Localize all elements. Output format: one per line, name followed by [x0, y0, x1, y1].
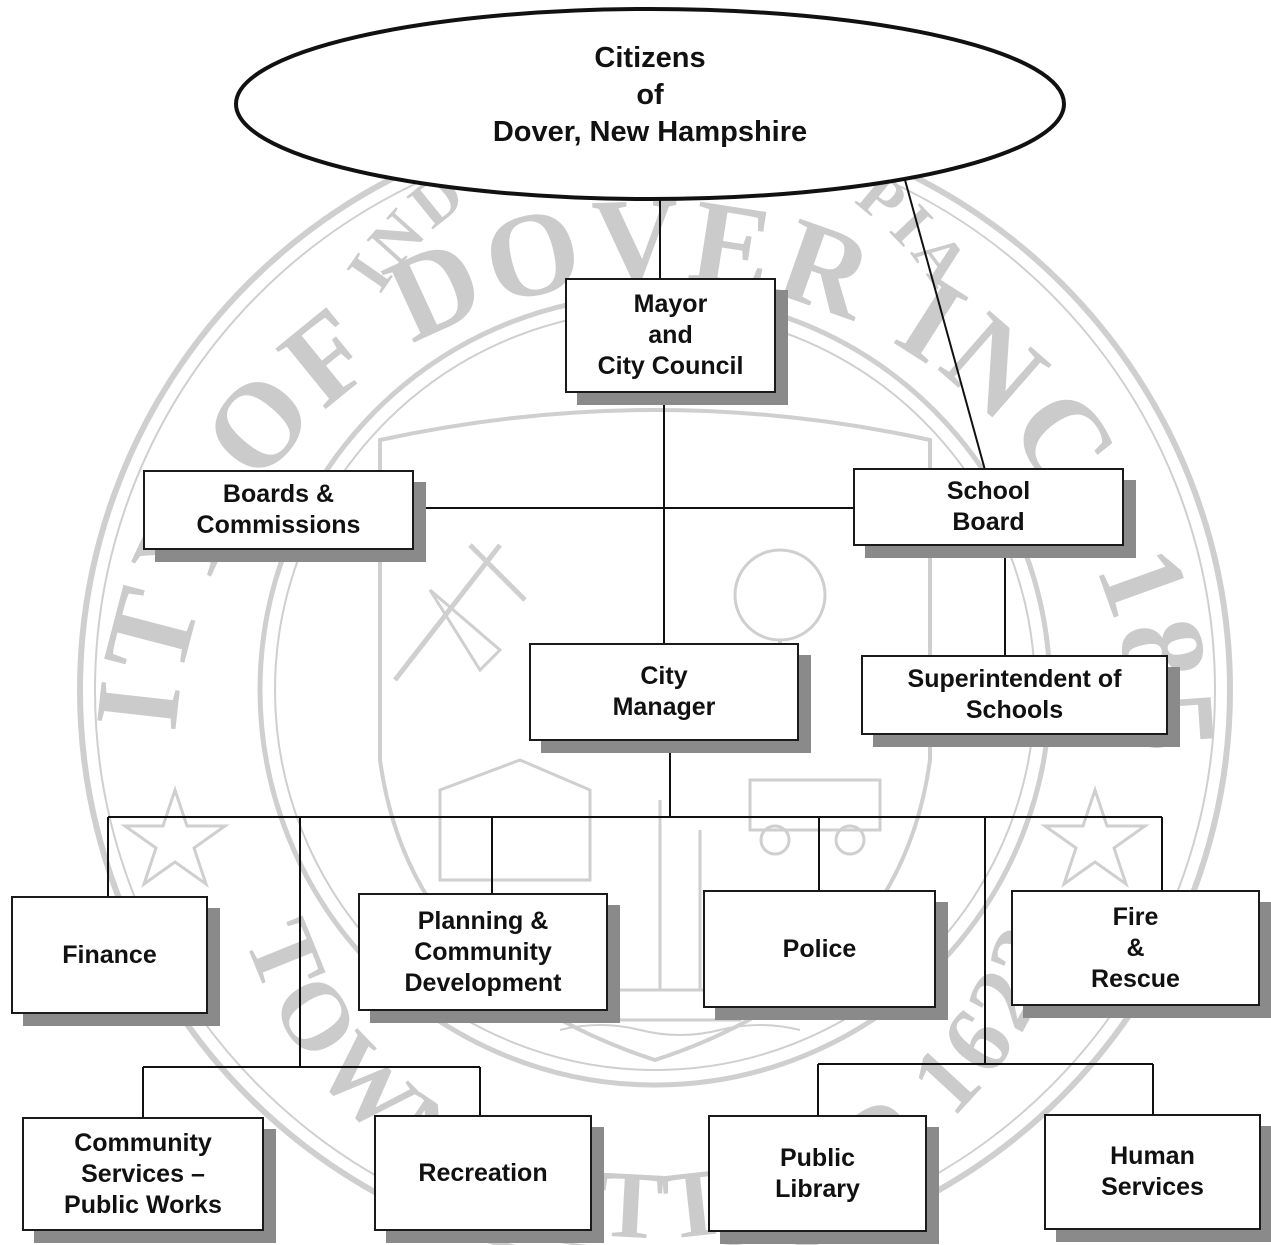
- node-planning-community-development: Planning & Community Development: [358, 893, 608, 1011]
- human-services-line-2: Services: [1101, 1173, 1204, 1201]
- node-school-board: School Board: [853, 468, 1124, 546]
- node-recreation: Recreation: [374, 1115, 592, 1231]
- fire-line-1: Fire: [1112, 902, 1159, 931]
- police-label: Police: [782, 934, 857, 963]
- edge-root-school-board: [904, 179, 986, 471]
- node-community-services-public-works: Community Services – Public Works: [22, 1117, 264, 1231]
- node-fire-rescue: Fire & Rescue: [1011, 890, 1260, 1006]
- library-line-1: Public: [779, 1143, 855, 1172]
- school-board-line-2: Board: [952, 508, 1025, 536]
- mayor-line-3: City Council: [597, 352, 744, 380]
- node-human-services: Human Services: [1044, 1114, 1261, 1230]
- node-finance: Finance: [11, 896, 208, 1014]
- planning-line-1: Planning &: [417, 906, 549, 935]
- recreation-label: Recreation: [418, 1158, 548, 1187]
- node-city-manager: City Manager: [529, 643, 799, 741]
- node-boards-commissions: Boards & Commissions: [143, 470, 414, 550]
- city-manager-line-2: Manager: [612, 693, 716, 721]
- citizens-label: Citizens of Dover, New Hampshire: [236, 40, 1064, 151]
- library-line-2: Library: [775, 1174, 860, 1203]
- finance-label: Finance: [62, 940, 157, 969]
- superintendent-line-1: Superintendent of: [907, 665, 1122, 693]
- node-mayor-city-council: Mayor and City Council: [565, 278, 776, 393]
- node-police: Police: [703, 890, 936, 1008]
- community-services-line-2: Services –: [81, 1159, 205, 1188]
- fire-line-2: &: [1126, 933, 1145, 962]
- fire-line-3: Rescue: [1091, 964, 1180, 993]
- school-board-line-1: School: [946, 477, 1031, 505]
- citizens-line-3: Dover, New Hampshire: [492, 116, 808, 148]
- mayor-line-1: Mayor: [633, 290, 708, 318]
- planning-line-3: Development: [404, 968, 562, 997]
- city-manager-line-1: City: [640, 662, 688, 690]
- boards-line-1: Boards &: [222, 480, 335, 508]
- citizens-line-2: of: [636, 79, 664, 111]
- human-services-line-1: Human: [1110, 1142, 1195, 1170]
- superintendent-line-2: Schools: [965, 696, 1064, 724]
- mayor-line-2: and: [648, 321, 693, 349]
- node-public-library: Public Library: [708, 1115, 927, 1232]
- boards-line-2: Commissions: [196, 511, 361, 539]
- community-services-line-1: Community: [74, 1128, 212, 1157]
- community-services-line-3: Public Works: [64, 1190, 222, 1219]
- node-superintendent-of-schools: Superintendent of Schools: [861, 655, 1168, 735]
- citizens-ellipse: [234, 7, 1066, 201]
- planning-line-2: Community: [414, 937, 552, 966]
- citizens-line-1: Citizens: [594, 42, 706, 74]
